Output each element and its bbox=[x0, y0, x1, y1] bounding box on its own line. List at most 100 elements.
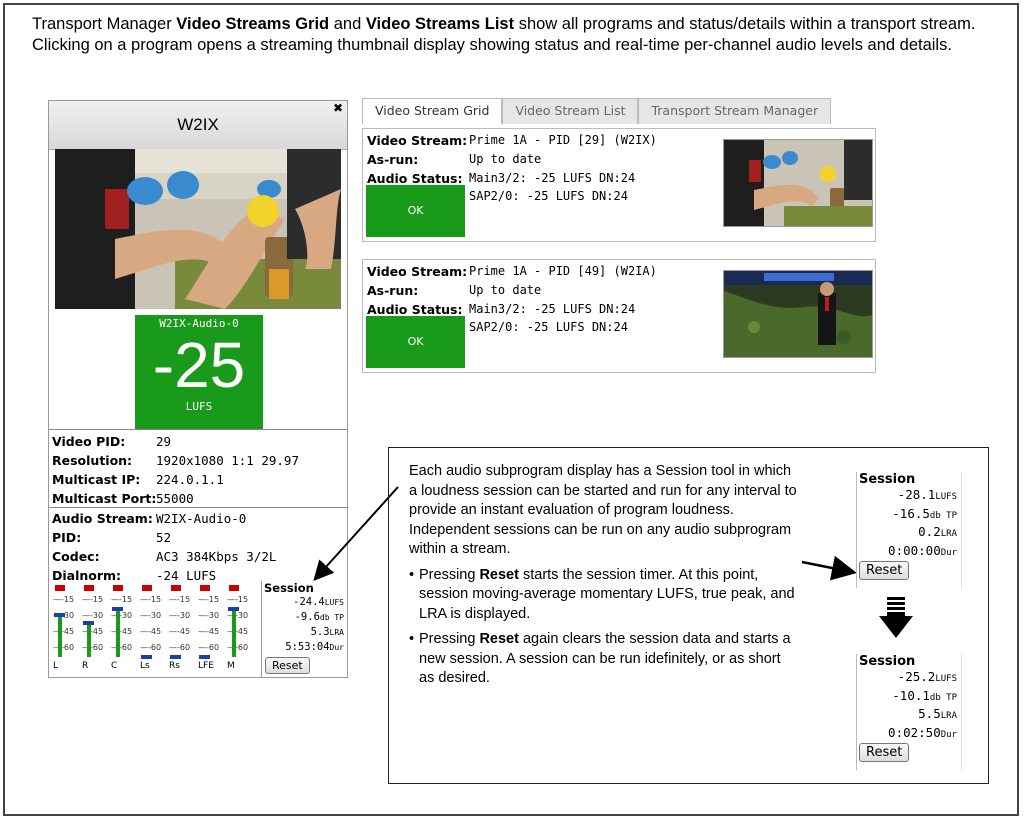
session-reset-button[interactable]: Reset bbox=[265, 657, 310, 674]
tick-label: —-60 bbox=[169, 643, 191, 652]
thumbnail-image bbox=[55, 149, 341, 309]
page-frame bbox=[3, 3, 1019, 816]
session-dur-value: 5:53:04 bbox=[285, 641, 330, 653]
session-tp-value: -9.6 bbox=[294, 611, 320, 623]
status-ok-badge: OK bbox=[366, 316, 465, 368]
session-reset-button[interactable]: Reset bbox=[859, 743, 910, 762]
tick-label: —-15 bbox=[53, 595, 75, 604]
session-tp-unit: db TP bbox=[319, 613, 344, 622]
tab-video-stream-grid[interactable]: Video Stream Grid bbox=[362, 98, 503, 124]
stream-value: Prime 1A - PID [29] (W2IX) bbox=[469, 133, 657, 147]
stream-card[interactable]: Video Stream: Prime 1A - PID [29] (W2IX)… bbox=[362, 128, 876, 242]
tick-label: —-30 bbox=[198, 611, 220, 620]
session-tp-unit: db TP bbox=[929, 692, 957, 703]
video-thumbnail[interactable] bbox=[55, 149, 341, 309]
stream-thumbnail[interactable] bbox=[723, 270, 873, 358]
audio-status-label: Audio Status: bbox=[367, 302, 463, 317]
channel-label: L bbox=[53, 661, 59, 671]
info-key: Resolution: bbox=[52, 453, 133, 468]
channel-label: R bbox=[82, 661, 89, 671]
thumbnail-image bbox=[724, 140, 872, 226]
info-key: PID: bbox=[52, 530, 82, 545]
panel-title: W2IX bbox=[177, 115, 219, 134]
session-title: Session bbox=[859, 472, 916, 487]
session-lra-value: 5.3 bbox=[310, 626, 330, 638]
peak-hold bbox=[199, 655, 210, 659]
session-tp-value: -10.1 bbox=[892, 687, 930, 703]
session-title: Session bbox=[264, 581, 314, 595]
tick-label: —-15 bbox=[82, 595, 104, 604]
down-arrow-icon bbox=[879, 597, 913, 638]
asrun-label: As-run: bbox=[367, 283, 419, 298]
audio-status-label: Audio Status: bbox=[367, 171, 463, 186]
bullet-reset-again: Pressing Reset again clears the session … bbox=[409, 630, 799, 689]
info-value: 224.0.1.1 bbox=[156, 472, 224, 487]
stream-label: Video Stream: bbox=[367, 264, 468, 279]
tick-label: —-30 bbox=[111, 611, 133, 620]
tick-label: —-45 bbox=[169, 627, 191, 636]
loudness-meter: W2IX-Audio-0 -25 LUFS bbox=[135, 315, 263, 429]
session-lra-unit: LRA bbox=[329, 628, 344, 637]
stream-value: Prime 1A - PID [49] (W2IA) bbox=[469, 264, 657, 278]
tab-video-stream-list[interactable]: Video Stream List bbox=[502, 98, 639, 124]
session-lra-value: 0.2 bbox=[918, 524, 941, 539]
session-lra-unit: LRA bbox=[940, 711, 957, 721]
clip-indicator bbox=[200, 585, 210, 591]
session-lra-unit: LRA bbox=[940, 529, 957, 539]
arrow-to-reset bbox=[801, 555, 857, 581]
tab-transport-stream-manager[interactable]: Transport Stream Manager bbox=[638, 98, 832, 124]
tick-label: —-45 bbox=[111, 627, 133, 636]
tick-label: —-15 bbox=[227, 595, 249, 604]
tick-label: —-45 bbox=[227, 627, 249, 636]
video-info: Video PID:29 Resolution:1920x1080 1:1 29… bbox=[52, 432, 299, 508]
session-after-reset: Session -25.2LUFS -10.1db TP 5.5LRA 0:02… bbox=[856, 654, 962, 770]
session-tp: -10.1db TP bbox=[857, 688, 961, 707]
session-dur-unit: Dur bbox=[940, 729, 957, 740]
session-tp: -16.5db TP bbox=[857, 506, 961, 525]
session-explanation: Each audio subprogram display has a Sess… bbox=[388, 447, 989, 784]
intro-bold-grid: Video Streams Grid bbox=[176, 15, 330, 33]
peak-hold bbox=[228, 606, 239, 611]
close-icon[interactable]: ✖ bbox=[332, 101, 343, 115]
divider bbox=[49, 507, 347, 508]
tick-label: —-45 bbox=[140, 627, 162, 636]
session-tp-unit: db TP bbox=[929, 510, 957, 521]
tick-label: —-15 bbox=[140, 595, 162, 604]
peak-hold bbox=[54, 613, 65, 618]
intro-part: and bbox=[329, 15, 366, 33]
session-lra: 0.2LRA bbox=[857, 524, 961, 543]
bullet-text: starts the session timer. At this point,… bbox=[419, 566, 795, 622]
info-value: 29 bbox=[156, 434, 172, 449]
session-lufs: -24.4LUFS bbox=[262, 595, 347, 610]
bullet-bold: Reset bbox=[479, 566, 519, 583]
channel-meter: —-15—-30—-45—-60L bbox=[51, 581, 79, 671]
channel-label: Rs bbox=[169, 661, 180, 671]
meter-name: W2IX-Audio-0 bbox=[159, 317, 239, 330]
stream-card[interactable]: Video Stream: Prime 1A - PID [49] (W2IA)… bbox=[362, 259, 876, 373]
stream-tabs: Video Stream Grid Video Stream List Tran… bbox=[362, 98, 832, 124]
session-dur-unit: Dur bbox=[940, 547, 957, 558]
bullet-text: again clears the session data and starts… bbox=[419, 631, 791, 686]
tick-label: —-60 bbox=[53, 643, 75, 652]
tick-label: —-45 bbox=[198, 627, 220, 636]
stream-detail-panel: W2IX ✖ W2IX-Audio-0 -25 LUFS Video PI bbox=[48, 100, 348, 678]
session-tp: -9.6db TP bbox=[262, 610, 347, 625]
session-duration: 0:00:00Dur bbox=[857, 543, 961, 562]
explanation-bullets: Pressing Reset starts the session timer.… bbox=[409, 566, 799, 689]
session-lufs-value: -28.1 bbox=[897, 487, 936, 502]
tick-label: —-60 bbox=[82, 643, 104, 652]
bullet-text: Pressing bbox=[419, 566, 480, 583]
stream-thumbnail[interactable] bbox=[723, 139, 873, 227]
session-dur-value: 0:02:50 bbox=[888, 724, 941, 740]
session-reset-button[interactable]: Reset bbox=[859, 561, 910, 580]
meter-unit: LUFS bbox=[185, 400, 213, 413]
tick-label: —-60 bbox=[140, 643, 162, 652]
clip-indicator bbox=[84, 585, 94, 591]
clip-indicator bbox=[229, 585, 239, 591]
panel-header: W2IX ✖ bbox=[49, 101, 347, 150]
stream-label: Video Stream: bbox=[367, 133, 468, 148]
channel-label: LFE bbox=[198, 661, 214, 671]
session-lufs: -25.2LUFS bbox=[857, 669, 961, 688]
